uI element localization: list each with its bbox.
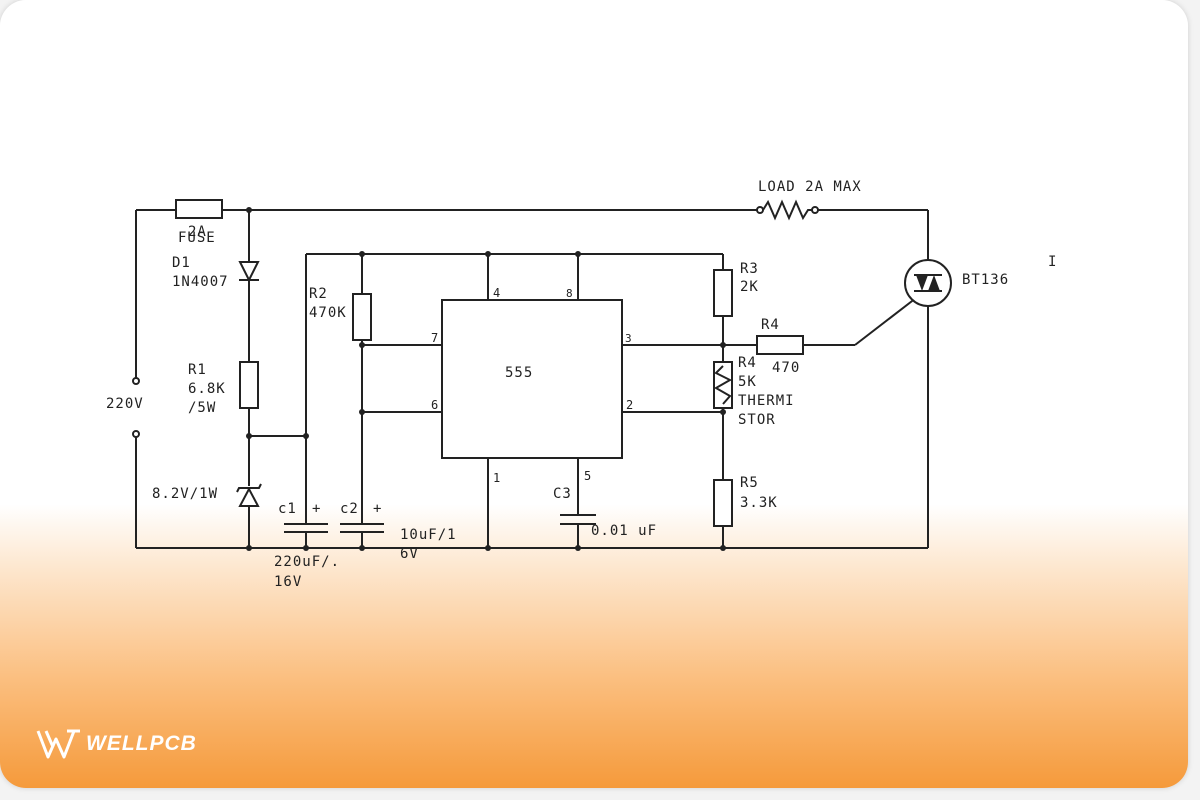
thermistor-symbol bbox=[713, 361, 733, 409]
r2-label: R2 bbox=[309, 286, 328, 302]
thermistor-name-label-1: THERMI bbox=[738, 393, 795, 409]
load-label: LOAD 2A MAX bbox=[758, 179, 862, 195]
capacitor-c2-symbol bbox=[340, 523, 384, 533]
pin-5-label: 5 bbox=[584, 469, 592, 483]
wires bbox=[135, 209, 929, 549]
brand-logo-text: WELLPCB bbox=[86, 732, 197, 755]
d1-label: D1 bbox=[172, 255, 191, 271]
wellpcb-logo-icon bbox=[36, 729, 80, 759]
r2-value-label: 470K bbox=[309, 305, 347, 321]
resistor-r3-symbol bbox=[713, 269, 733, 317]
diagram-card: 2A FUSE D1 1N4007 R1 6.8K /5W 220V 8.2V/… bbox=[0, 0, 1188, 788]
r1-value-label: 6.8K bbox=[188, 381, 226, 397]
thermistor-name-label-2: STOR bbox=[738, 412, 776, 428]
thermistor-ref-label: R4 bbox=[738, 355, 757, 371]
r1-watt-label: /5W bbox=[188, 400, 216, 416]
junctions bbox=[246, 207, 726, 551]
pin-6-label: 6 bbox=[431, 398, 439, 412]
capacitor-c1-symbol bbox=[284, 523, 328, 533]
r1-label: R1 bbox=[188, 362, 207, 378]
thermistor-value-label: 5K bbox=[738, 374, 757, 390]
resistor-r4-symbol bbox=[756, 335, 804, 355]
c3-value-label: 0.01 uF bbox=[591, 523, 657, 539]
r3-label: R3 bbox=[740, 261, 759, 277]
resistor-r1-symbol bbox=[239, 361, 259, 409]
r4-value-label: 470 bbox=[772, 360, 800, 376]
supply-voltage-label: 220V bbox=[106, 396, 144, 412]
resistor-r2-symbol bbox=[352, 293, 372, 341]
pin-3-label: 3 bbox=[625, 332, 633, 345]
c3-label: C3 bbox=[553, 486, 572, 502]
circuit-schematic: 2A FUSE D1 1N4007 R1 6.8K /5W 220V 8.2V/… bbox=[106, 179, 1057, 590]
fuse-symbol bbox=[175, 199, 223, 219]
brand-logo: WELLPCB bbox=[36, 728, 197, 760]
c1-value-label-1: 220uF/. bbox=[274, 554, 340, 570]
triac-symbol bbox=[904, 259, 952, 307]
capacitor-c3-symbol bbox=[560, 514, 596, 525]
pin-7-label: 7 bbox=[431, 331, 439, 345]
supply-terminal-top bbox=[132, 377, 140, 385]
supply-terminal-bottom bbox=[132, 430, 140, 438]
pin-1-label: 1 bbox=[493, 471, 501, 485]
stray-mark: I bbox=[1048, 254, 1057, 270]
r5-label: R5 bbox=[740, 475, 759, 491]
ic-555-label: 555 bbox=[505, 365, 533, 381]
r5-value-label: 3.3K bbox=[740, 495, 778, 511]
zener-label: 8.2V/1W bbox=[152, 486, 218, 502]
pin-2-label: 2 bbox=[626, 398, 634, 412]
r4-label: R4 bbox=[761, 317, 780, 333]
c2-value-label-2: 6V bbox=[400, 546, 419, 562]
d1-part-label: 1N4007 bbox=[172, 274, 229, 290]
pin-8-label: 8 bbox=[566, 287, 574, 300]
c1-label: c1 bbox=[278, 501, 297, 517]
fuse-label: FUSE bbox=[178, 230, 216, 246]
c2-plus-label: + bbox=[373, 501, 382, 517]
r3-value-label: 2K bbox=[740, 279, 759, 295]
diode-d1-symbol bbox=[238, 261, 260, 283]
triac-label: BT136 bbox=[962, 272, 1009, 288]
c1-value-label-2: 16V bbox=[274, 574, 302, 590]
pin-4-label: 4 bbox=[493, 286, 501, 300]
load-symbol bbox=[756, 199, 819, 221]
zener-symbol bbox=[236, 483, 262, 507]
c1-plus-label: + bbox=[312, 501, 321, 517]
resistor-r5-symbol bbox=[713, 479, 733, 527]
c2-label: c2 bbox=[340, 501, 359, 517]
fuse-rating-label: 2A bbox=[188, 224, 207, 240]
ic-555-body bbox=[441, 299, 623, 459]
c2-value-label-1: 10uF/1 bbox=[400, 527, 457, 543]
